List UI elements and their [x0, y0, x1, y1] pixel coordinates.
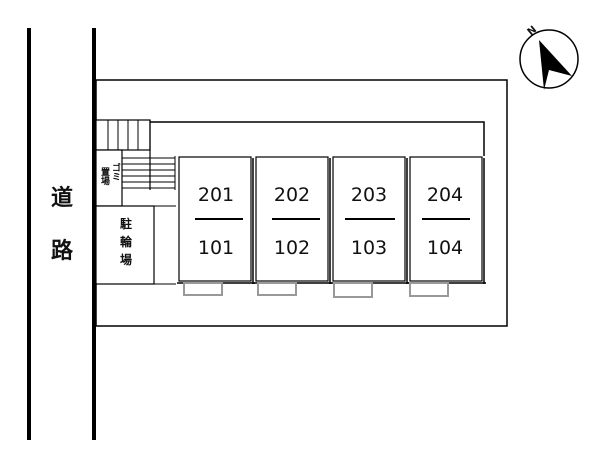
- garbage-label-col2: ゴミ: [110, 162, 120, 181]
- unit-lower-number: 104: [427, 237, 463, 259]
- unit-202-102: 202 102: [254, 156, 332, 296]
- road-label-top: 道: [51, 185, 73, 211]
- unit-203-103: 203 103: [331, 156, 409, 298]
- bicycle-parking: [95, 205, 155, 285]
- unit-balcony: [183, 282, 223, 296]
- unit-upper-number: 201: [198, 184, 234, 206]
- unit-lower-number: 101: [198, 237, 234, 259]
- building-corridor: [150, 121, 485, 156]
- unit-upper-number: 203: [351, 184, 387, 206]
- unit-upper-number: 202: [274, 184, 310, 206]
- unit-balcony: [333, 282, 373, 298]
- unit-upper-number: 204: [427, 184, 463, 206]
- compass-arrow-icon: [539, 40, 572, 90]
- compass: N: [519, 24, 579, 90]
- unit-201-101: 201 101: [177, 156, 255, 296]
- unit-balcony: [257, 282, 297, 296]
- garbage-area: [95, 149, 123, 207]
- unit-204-104: 204 104: [408, 156, 486, 297]
- bicycle-label-1: 駐: [120, 216, 132, 231]
- garbage-label-col1: 置場: [99, 167, 110, 186]
- unit-balcony: [409, 282, 449, 297]
- unit-lower-number: 103: [351, 237, 387, 259]
- stairs: [95, 119, 176, 190]
- bicycle-label-2: 輪: [120, 234, 133, 249]
- bicycle-label-3: 場: [120, 252, 132, 267]
- unit-lower-number: 102: [274, 237, 310, 259]
- road-label-bottom: 路: [51, 238, 74, 264]
